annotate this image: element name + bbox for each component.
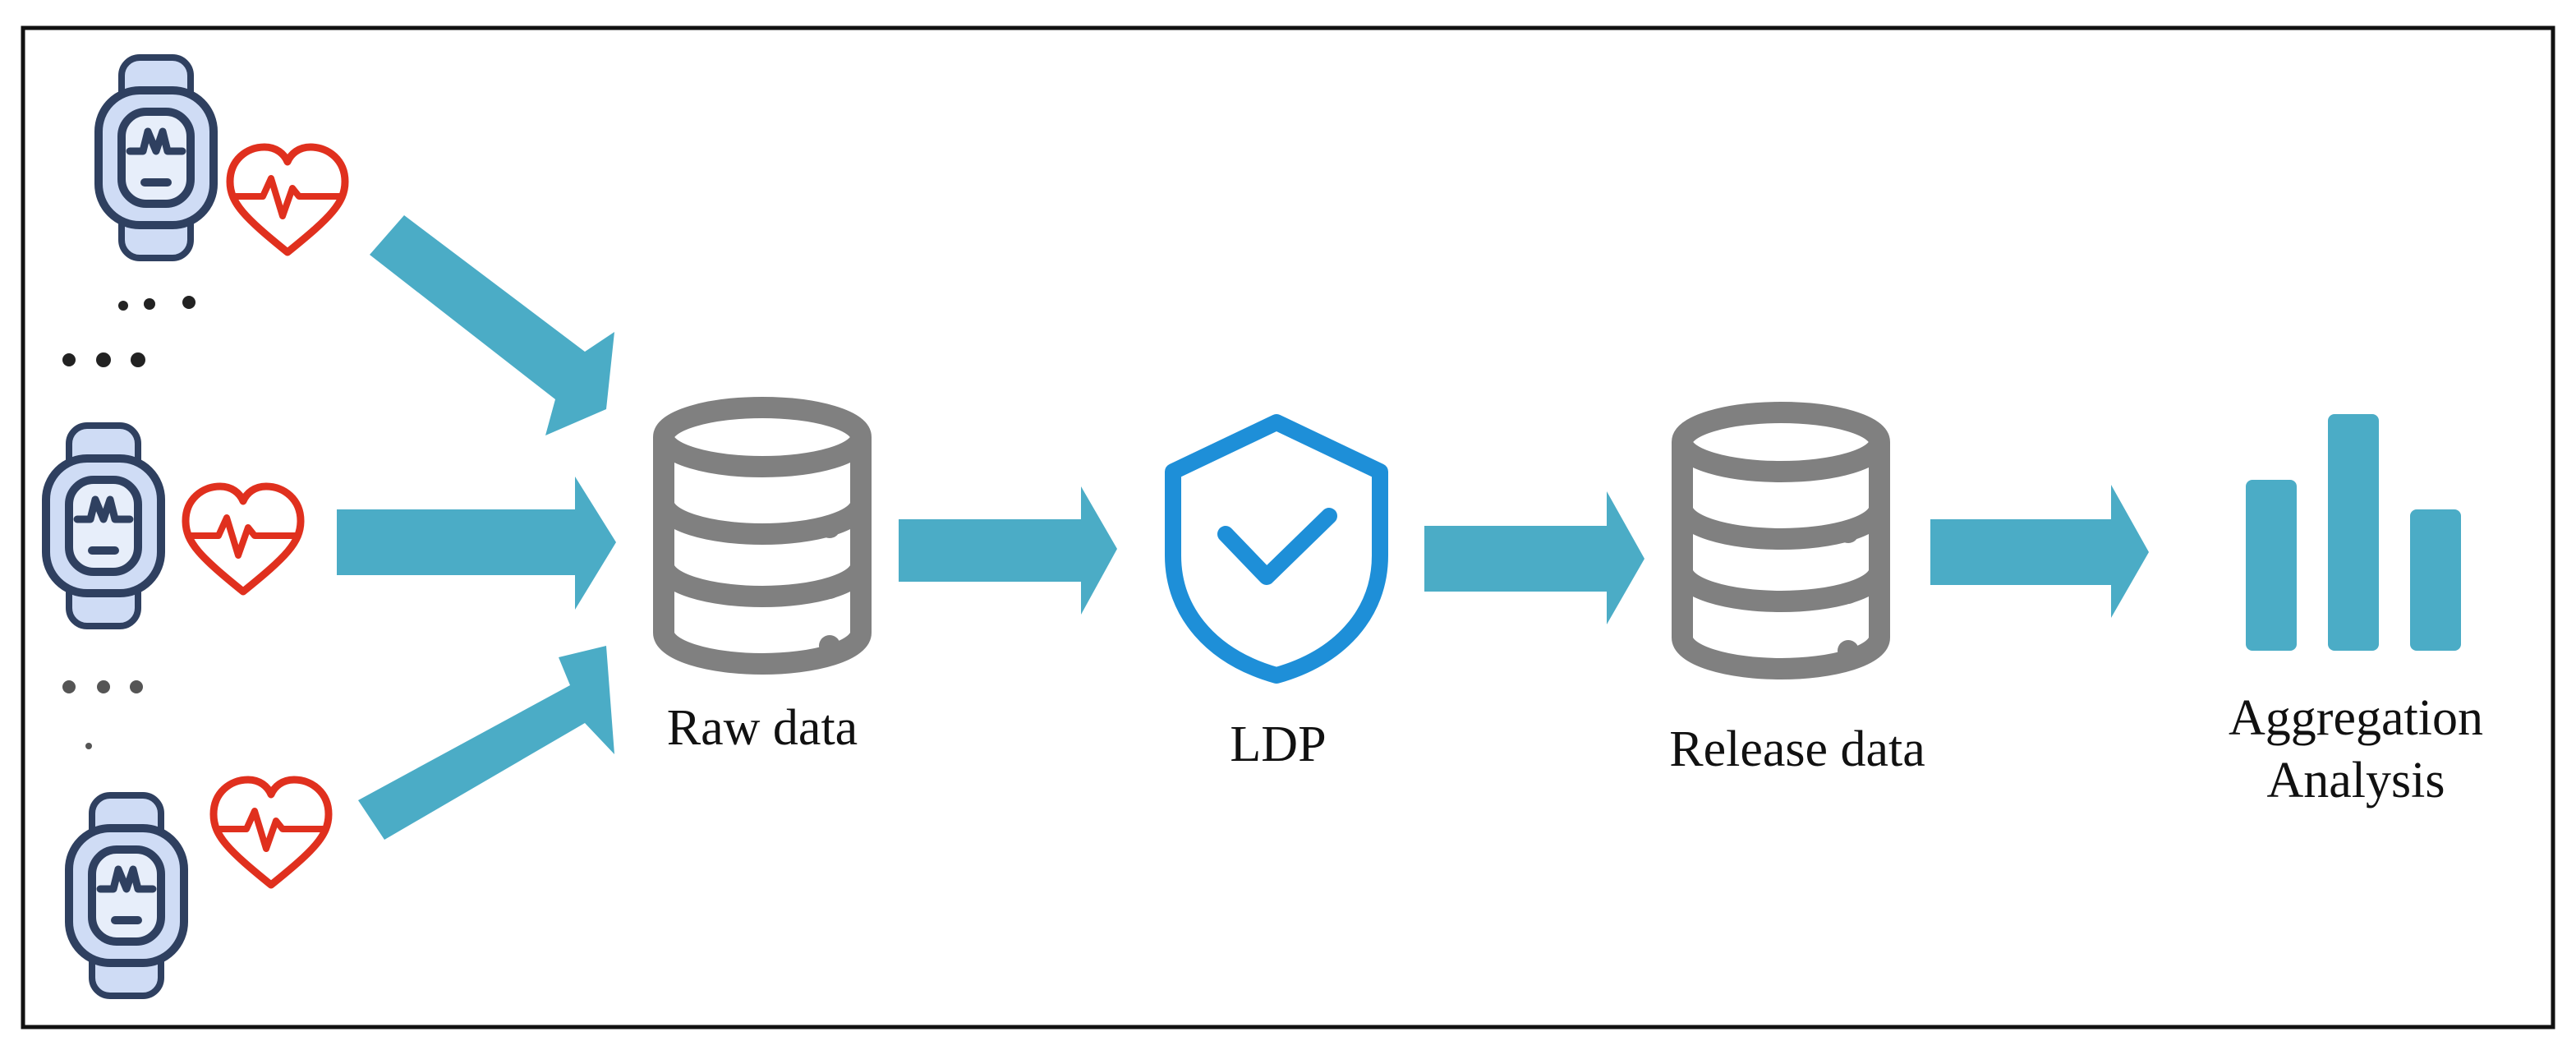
arrow-device-middle-to-raw-data xyxy=(337,477,616,610)
arrow-ldp-to-release xyxy=(1424,491,1644,624)
ellipsis-icon xyxy=(62,296,196,367)
heart-rate-icon xyxy=(214,780,329,885)
shield-check-icon xyxy=(1165,414,1388,684)
heart-rate-icon xyxy=(186,486,301,592)
raw-data-database-icon xyxy=(664,408,861,664)
aggregation-label-line2: Analysis xyxy=(2267,753,2445,808)
bar-chart-icon-bar-left xyxy=(2246,480,2297,651)
raw-data-label: Raw data xyxy=(667,700,858,756)
bar-chart-icon xyxy=(2246,414,2461,651)
aggregation-label-line1: Aggregation xyxy=(2229,690,2483,746)
bar-chart-icon-bar-middle xyxy=(2328,414,2379,651)
arrow-release-to-aggregation xyxy=(1930,485,2149,618)
bar-chart-icon-bar-right xyxy=(2410,509,2461,651)
ldp-label: LDP xyxy=(1230,716,1326,772)
arrow-raw-to-ldp xyxy=(899,486,1117,615)
arrow-device-bottom-to-raw-data xyxy=(358,646,614,840)
wristband-icon xyxy=(99,58,214,258)
release-data-database-icon xyxy=(1682,412,1879,669)
diagram-border xyxy=(21,25,2555,1029)
wristband-icon xyxy=(69,795,184,996)
heart-rate-icon xyxy=(230,147,345,252)
ellipsis-icon xyxy=(62,680,143,749)
release-data-label: Release data xyxy=(1669,721,1925,777)
wristband-icon xyxy=(46,426,161,626)
arrow-device-top-to-raw-data xyxy=(370,215,614,435)
